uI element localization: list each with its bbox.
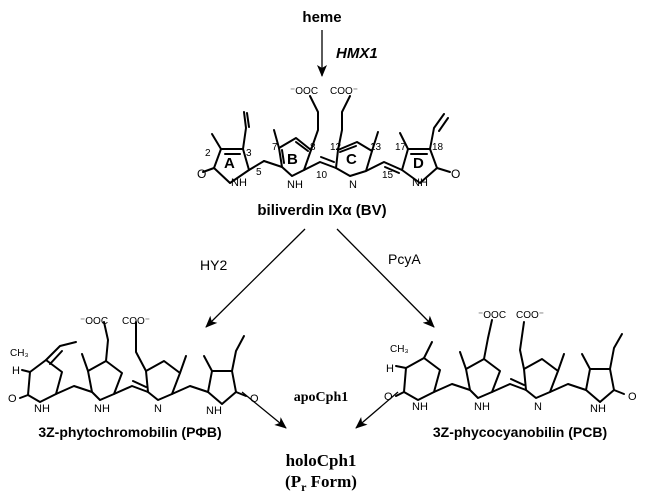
phytochromobilin-structure: [19, 321, 247, 405]
pphib-methyl: CH₃: [10, 348, 29, 359]
bv-n-c: N: [349, 179, 357, 191]
bv-position-2: 2: [205, 148, 211, 159]
pphib-oxygen-right: O: [250, 393, 259, 405]
bv-position-8: 8: [310, 142, 316, 153]
bv-position-10: 10: [316, 170, 328, 181]
hy2-label: HY2: [200, 257, 227, 273]
pphib-oxygen: O: [8, 393, 17, 405]
biliverdin-structure: [202, 95, 451, 184]
pcb-carboxylate-right: COO⁻: [516, 310, 544, 321]
holocph1-label: holoCph1: [286, 451, 357, 470]
bv-carboxylate-left: ⁻OOC: [290, 86, 318, 97]
pr-form-label: (Pr Form): [285, 472, 357, 494]
phytochromobilin-name: 3Z-phytochromobilin (PΦB): [38, 424, 221, 440]
bv-position-7: 7: [272, 142, 278, 153]
ring-label-b: B: [287, 151, 298, 168]
bv-carboxylate-right: COO⁻: [330, 86, 358, 97]
bv-to-pcb-arrow: [336, 228, 435, 328]
pcb-hydrogen: H: [386, 363, 394, 375]
bv-nh-a: NH: [231, 177, 247, 189]
bv-position-3: 3: [246, 148, 252, 159]
pphib-n-c: N: [154, 403, 162, 415]
pcb-oxygen: O: [384, 391, 393, 403]
pcb-oxygen-right: O: [628, 391, 637, 403]
pphib-carboxylate-right: COO⁻: [122, 316, 150, 327]
bv-to-pphib-arrow: [205, 228, 306, 328]
bv-position-18: 18: [432, 142, 444, 153]
ring-label-c: C: [346, 151, 357, 168]
biliverdin-name: biliverdin IXα (BV): [257, 202, 386, 219]
phycocyanobilin-name: 3Z-phycocyanobilin (PCB): [433, 424, 607, 440]
pcb-to-holo-arrow: [355, 391, 399, 429]
bv-position-5: 5: [256, 167, 262, 178]
ring-label-d: D: [413, 155, 424, 172]
pphib-nh-b: NH: [94, 403, 110, 415]
bv-nh-b: NH: [287, 179, 303, 191]
ring-d-bonds: [401, 148, 438, 184]
bv-position-17: 17: [395, 142, 407, 153]
pcb-methyl: CH₃: [390, 344, 409, 355]
pcb-carboxylate-left: ⁻OOC: [478, 310, 506, 321]
pphib-nh-d: NH: [206, 405, 222, 417]
hmx1-label: HMX1: [336, 45, 378, 62]
pphib-to-holo-arrow: [241, 391, 287, 429]
pphib-hydrogen: H: [12, 365, 20, 377]
pcb-nh-d: NH: [590, 403, 606, 415]
pcb-nh-b: NH: [474, 401, 490, 413]
bv-position-12: 12: [330, 142, 342, 153]
bv-position-13: 13: [370, 142, 382, 153]
pcya-label: PcyA: [388, 251, 421, 267]
phycocyanobilin-structure: [395, 319, 625, 403]
ring-label-a: A: [224, 155, 235, 172]
apocph1-label: apoCph1: [294, 390, 348, 405]
ring-a-bonds: [213, 148, 250, 184]
pcb-n-c: N: [534, 401, 542, 413]
pphib-nh-a: NH: [34, 403, 50, 415]
bv-oxygen-right: O: [451, 167, 460, 181]
bv-position-15: 15: [382, 170, 394, 181]
bv-nh-d: NH: [412, 177, 428, 189]
pphib-carboxylate-left: ⁻OOC: [80, 316, 108, 327]
pcb-nh-a: NH: [412, 401, 428, 413]
bv-oxygen-left: O: [197, 167, 206, 181]
heme-label: heme: [302, 9, 341, 26]
